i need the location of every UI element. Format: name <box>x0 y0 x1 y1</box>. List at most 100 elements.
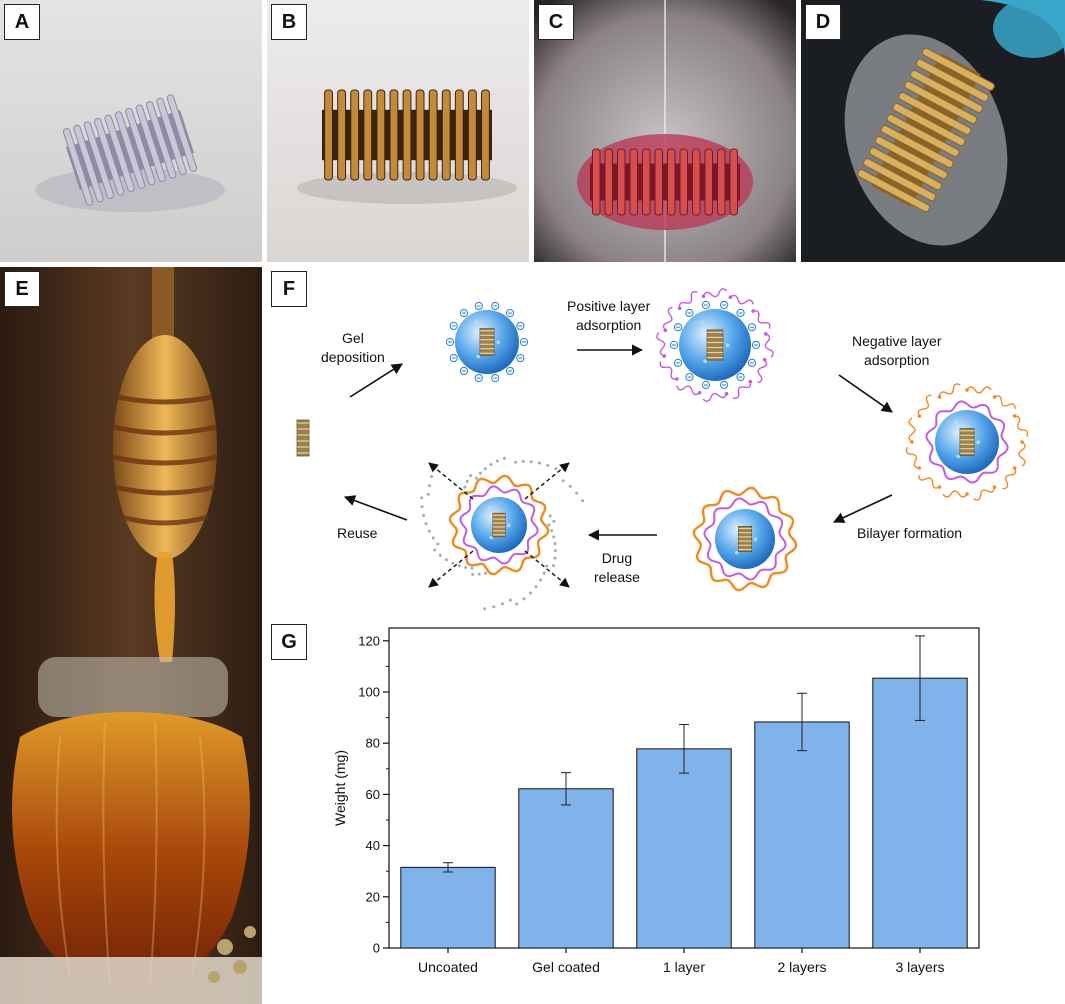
positive-polymer-chain <box>732 379 753 399</box>
gel-coated-screw-photo <box>534 0 796 262</box>
bilayer-inner-ring <box>703 497 787 581</box>
released-drug-dot <box>433 548 437 552</box>
x-tick-label: 3 layers <box>895 959 944 975</box>
white-screw-body <box>62 94 198 206</box>
released-drug-dot <box>553 556 557 560</box>
released-drug-dot <box>478 471 482 475</box>
released-drug-dot <box>483 571 487 575</box>
released-drug-dot <box>529 591 533 595</box>
arrow-negative-layer <box>838 374 893 413</box>
y-tick-label: 20 <box>366 889 380 904</box>
panel-label-d: D <box>805 4 841 40</box>
arrow-bilayer-formation <box>832 494 893 523</box>
released-drug-dot <box>502 456 506 460</box>
released-drug-dot <box>420 496 424 500</box>
y-tick-label: 120 <box>358 633 380 648</box>
released-drug-dot <box>470 566 474 570</box>
released-drug-dot <box>464 565 468 569</box>
released-drug-dot <box>539 578 543 582</box>
white-screw-photo <box>0 0 262 262</box>
positive-polymer-chain <box>763 332 774 358</box>
released-drug-dot <box>561 479 565 483</box>
negative-polymer-chain <box>908 417 916 444</box>
coating-schematic <box>296 288 1029 611</box>
released-drug-dot <box>431 536 435 540</box>
bar-gel-coated <box>518 788 614 949</box>
release-outer-ring <box>448 474 550 576</box>
bar-2-layers <box>754 721 850 949</box>
negative-polymer-chain <box>973 485 997 501</box>
released-drug-dot <box>529 460 533 464</box>
label-positive-layer-adsorption: Positive layer adsorption <box>567 298 651 333</box>
release-direction-arrow <box>524 462 570 500</box>
released-drug-dot <box>492 605 496 609</box>
released-drug-dot <box>451 561 455 565</box>
release-inner-ring <box>459 485 539 565</box>
released-drug-dot <box>465 479 469 483</box>
screw-core <box>492 512 506 538</box>
released-drug-dot <box>537 461 541 465</box>
bar-3-layers <box>872 677 968 949</box>
released-drug-dot <box>534 585 538 589</box>
negative-layer-particle <box>935 410 999 474</box>
positive-polymer-chain <box>662 306 673 333</box>
x-tick-label: Uncoated <box>418 959 478 975</box>
gel-coated-particle <box>445 301 529 383</box>
released-drug-dot <box>483 467 487 471</box>
label-gel-deposition: Gel deposition <box>321 330 385 365</box>
released-drug-dot <box>420 505 424 509</box>
positive-polymer-chain <box>701 288 728 299</box>
released-drug-dot <box>552 519 556 523</box>
released-drug-dot <box>495 459 499 463</box>
y-tick-label: 60 <box>366 787 380 802</box>
honey-dipper-jar-photo <box>0 267 262 1004</box>
released-drug-dot <box>547 523 551 527</box>
panel-e-honey-photo: E <box>0 267 262 1004</box>
released-drug-dot <box>489 463 493 467</box>
positive-layer-ring <box>925 400 1009 484</box>
panel-b-photo: B <box>267 0 529 262</box>
panel-label-f: F <box>271 271 307 307</box>
panel-d-photo: D <box>801 0 1065 262</box>
screw-core <box>706 329 724 361</box>
y-tick-label: 80 <box>366 736 380 751</box>
positive-polymer-chain <box>656 332 667 358</box>
released-drug-dot <box>471 572 475 576</box>
x-tick-label: Gel coated <box>532 959 600 975</box>
negative-polymer-chain <box>992 395 1016 410</box>
released-drug-dot <box>568 484 572 488</box>
negative-polymer-chain <box>937 383 961 399</box>
released-drug-dot <box>508 598 512 602</box>
released-drug-dot <box>483 607 487 611</box>
positive-polymer-chain <box>676 385 702 396</box>
released-drug-dot <box>430 475 434 479</box>
x-tick-label: 1 layer <box>663 959 705 975</box>
released-drug-dot <box>552 564 556 568</box>
bar-1-layer <box>636 748 732 949</box>
arrow-gel-deposition <box>349 363 403 398</box>
arrow-reuse <box>343 495 408 521</box>
released-drug-dot <box>515 602 519 606</box>
panel-label-b: B <box>271 4 307 40</box>
released-drug-dot <box>553 549 557 553</box>
uncoated-screw <box>296 419 310 457</box>
positive-polymer-chain <box>659 361 679 381</box>
positive-layer-particle <box>669 300 761 390</box>
released-drug-dot <box>457 564 461 568</box>
positive-polymer-chain <box>677 291 698 311</box>
released-drug-dot <box>477 572 481 576</box>
released-drug-dot <box>575 491 579 495</box>
negative-polymer-chain <box>917 394 932 418</box>
panel-label-e: E <box>4 271 40 307</box>
panel-label-c: C <box>538 4 574 40</box>
released-drug-dot <box>427 484 431 488</box>
y-tick-label: 100 <box>358 685 380 700</box>
positive-polymer-chain <box>728 294 754 305</box>
released-drug-dot <box>427 529 431 533</box>
x-tick-label: 2 layers <box>777 959 826 975</box>
released-drug-dot <box>424 522 428 526</box>
gold-screw-photo <box>267 0 529 262</box>
y-tick-label: 0 <box>373 941 380 956</box>
released-drug-dot <box>546 463 550 467</box>
